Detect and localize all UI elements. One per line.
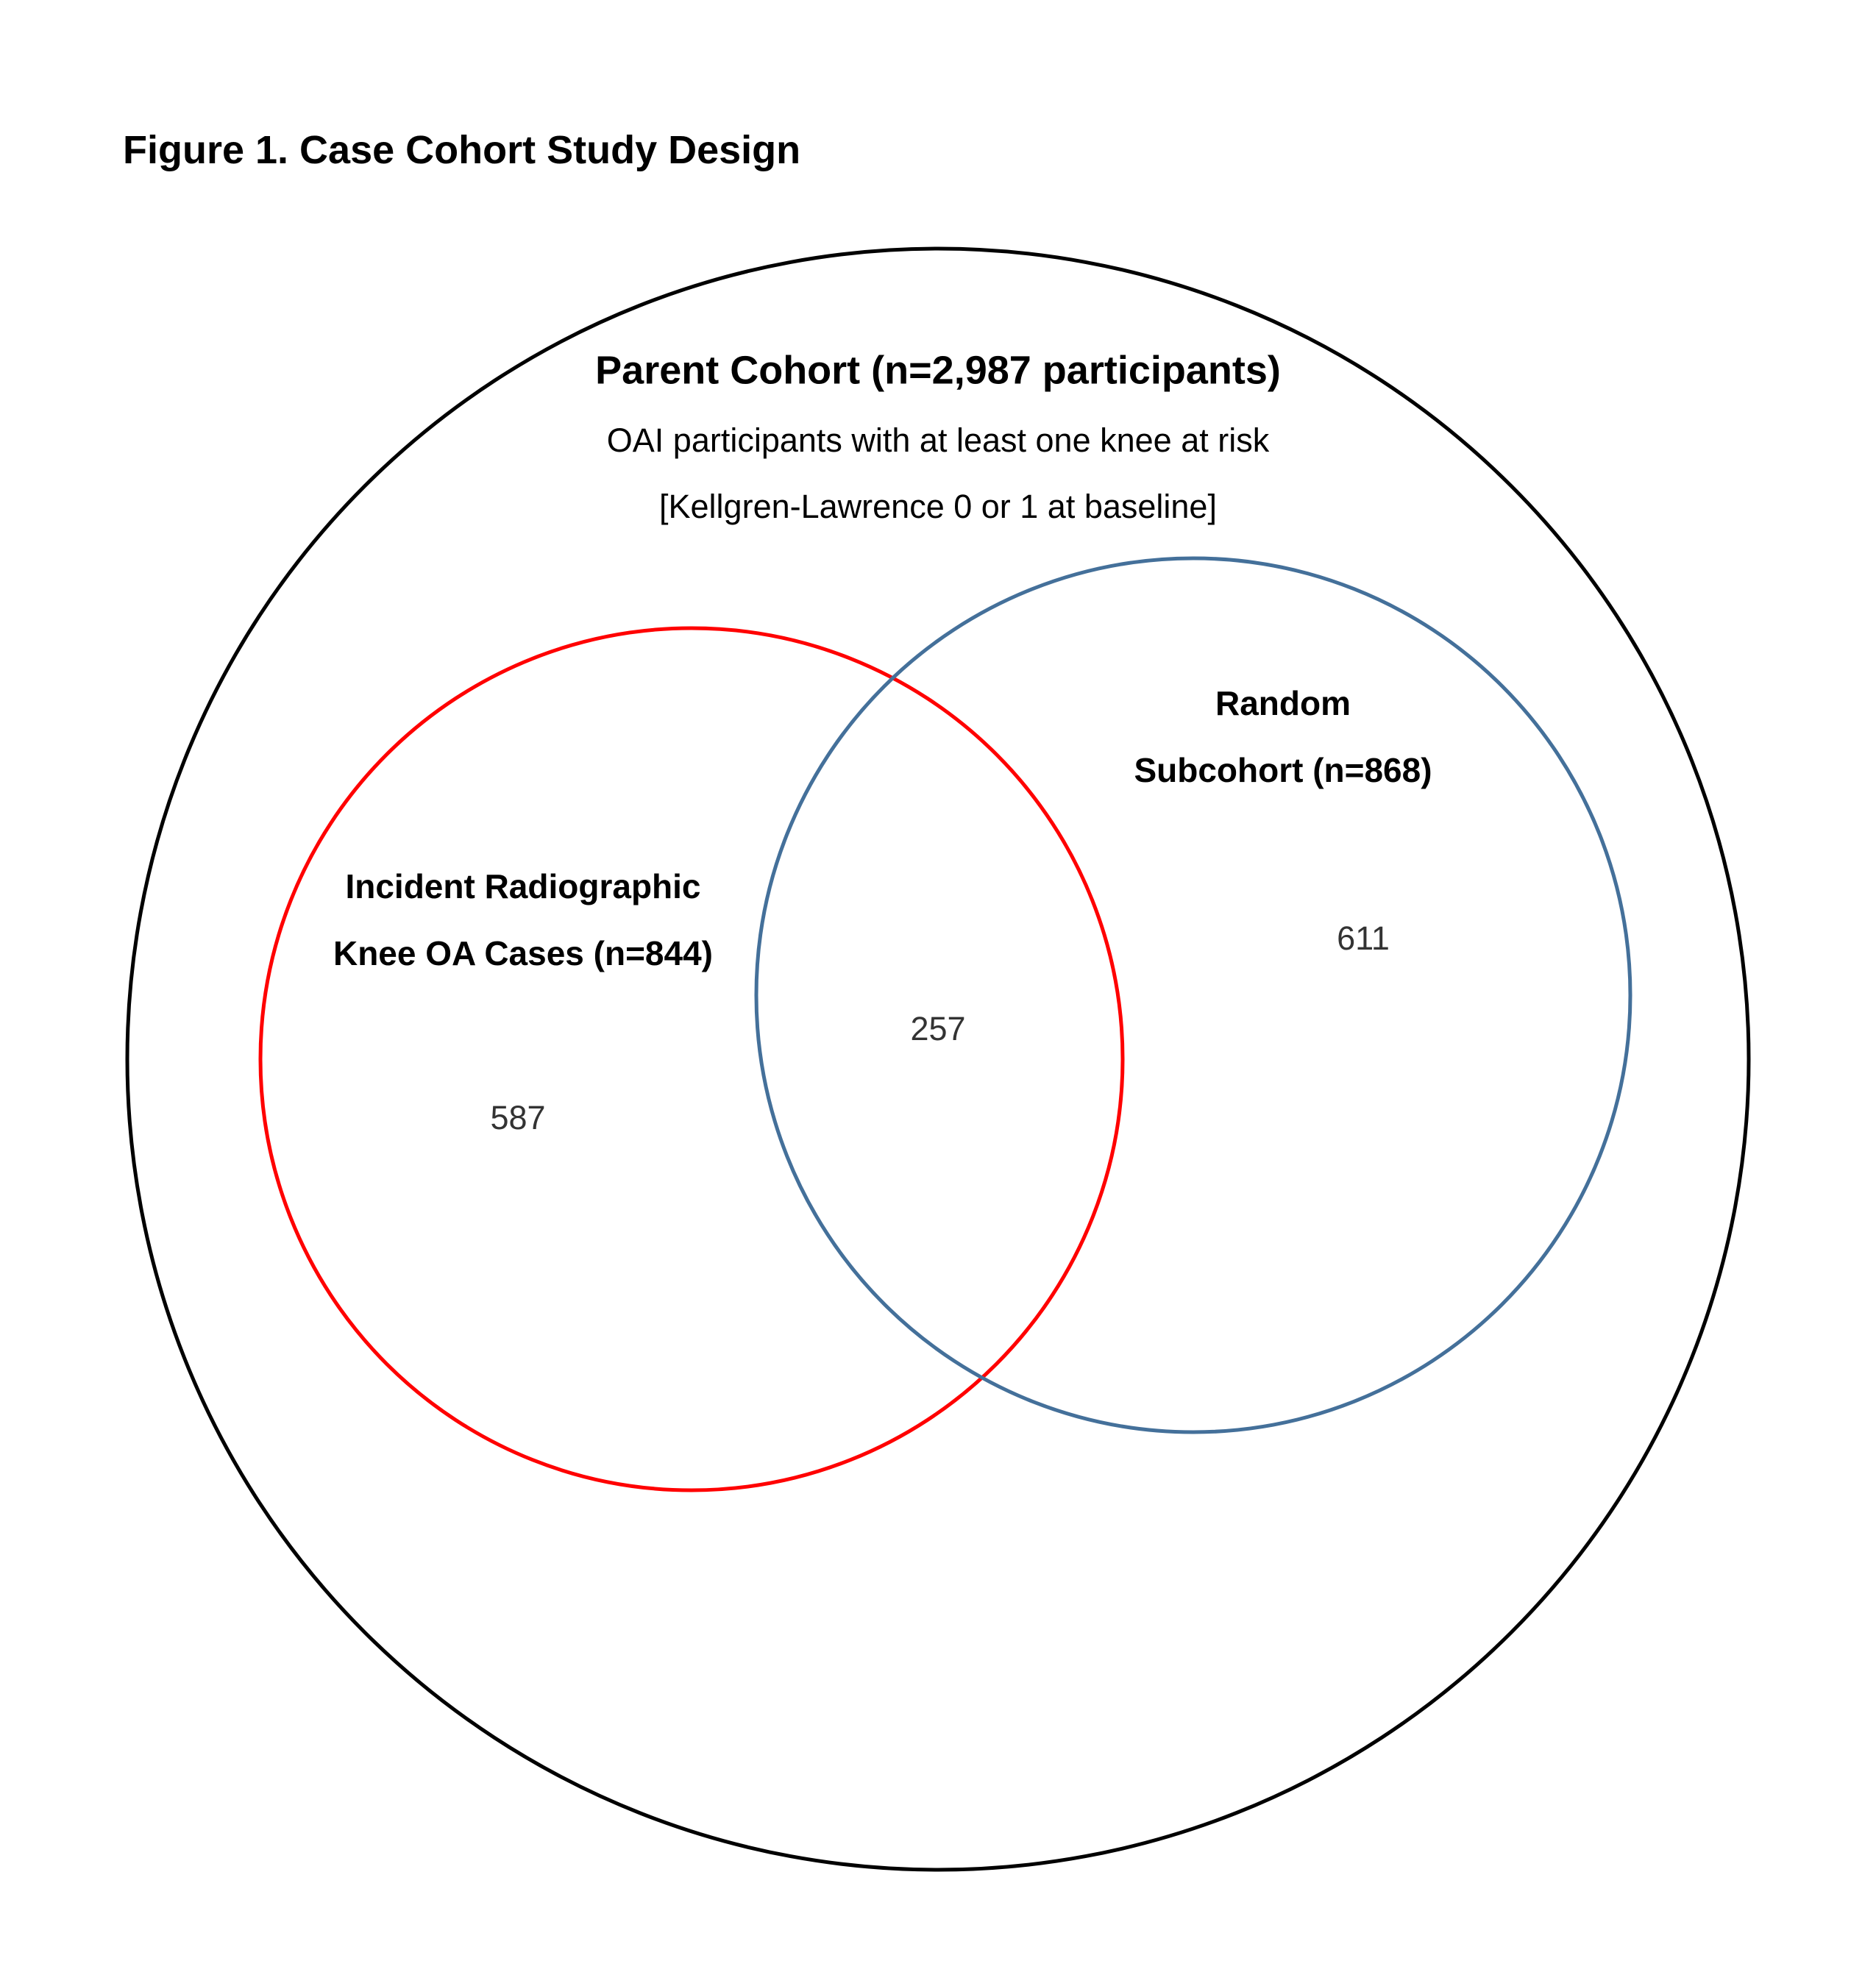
- cases-label-2: Knee OA Cases (n=844): [333, 934, 713, 972]
- overlap-count: 257: [910, 1010, 965, 1047]
- cases-only-count: 587: [490, 1099, 545, 1136]
- subcohort-label-1: Random: [1215, 684, 1351, 722]
- cases-label-1: Incident Radiographic: [345, 867, 700, 905]
- subcohort-label-2: Subcohort (n=868): [1134, 751, 1432, 789]
- parent-cohort-description-1: OAI participants with at least one knee …: [607, 421, 1270, 459]
- figure-title: Figure 1. Case Cohort Study Design: [123, 128, 800, 172]
- subcohort-only-count: 611: [1337, 919, 1390, 957]
- cases-circle: [258, 626, 1125, 1492]
- parent-cohort-title: Parent Cohort (n=2,987 participants): [595, 348, 1281, 392]
- subcohort-circle: [754, 556, 1632, 1434]
- parent-cohort-circle: [125, 246, 1751, 1872]
- parent-cohort-description-2: [Kellgren-Lawrence 0 or 1 at baseline]: [659, 488, 1217, 525]
